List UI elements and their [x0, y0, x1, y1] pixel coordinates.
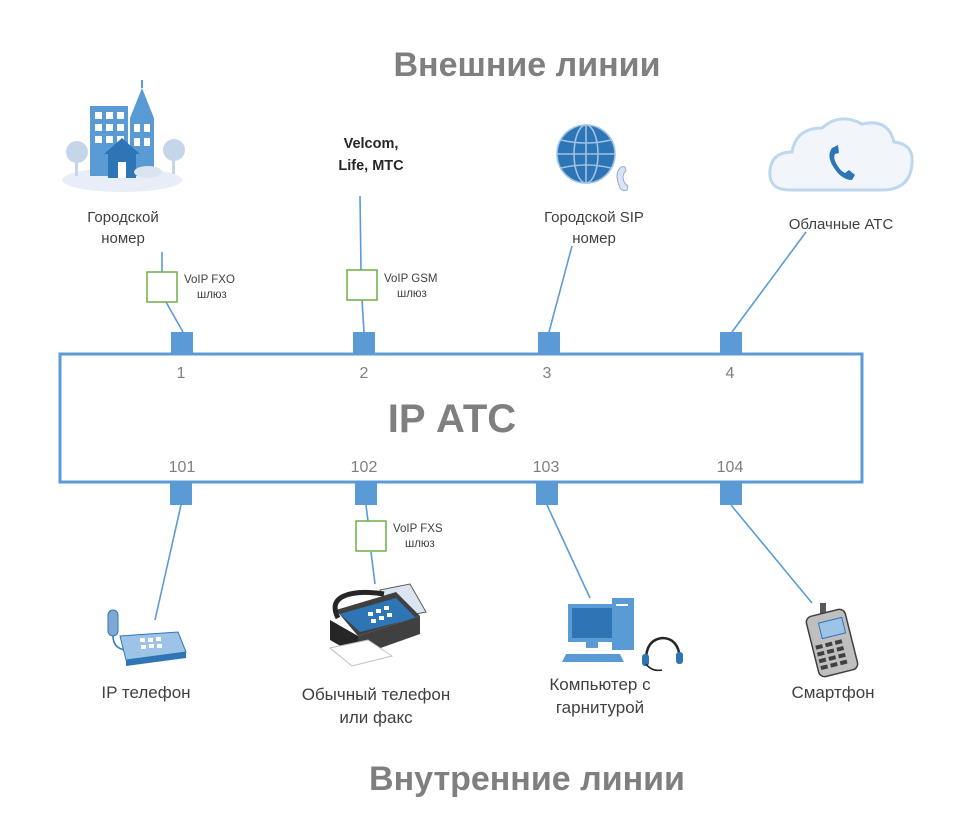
city-number-label-2: номер [101, 230, 145, 247]
city-icon [62, 80, 185, 192]
port-103 [536, 483, 558, 505]
gsm-operators-label-2: Life, МТС [338, 158, 404, 174]
fxo-gateway-label-1: VoIP FXO [184, 274, 235, 286]
port-number-101: 101 [169, 459, 196, 476]
sip-number-label-2: номер [572, 230, 616, 247]
port-number-103: 103 [533, 459, 560, 476]
port-number-104: 104 [717, 459, 744, 476]
connector-line-ip-phone [154, 504, 182, 621]
globe-phone-icon [556, 124, 629, 192]
ip-phone-icon [107, 609, 187, 666]
connector-line-fax-lower [370, 551, 376, 585]
external-connectors [165, 195, 807, 333]
city-number-label-1: Городской [87, 209, 159, 226]
smartphone-icon [805, 603, 859, 678]
port-number-3: 3 [543, 365, 552, 382]
connector-line-city [165, 301, 184, 333]
external-lines-title: Внешние линии [394, 46, 661, 84]
fxo-gateway-box [146, 271, 178, 303]
ip-phone-label: IP телефон [101, 683, 190, 702]
fax-label-2: или факс [339, 708, 413, 727]
gsm-gateway-box [346, 269, 378, 301]
connector-line-gsm [361, 299, 365, 333]
connector-line-sip [548, 245, 573, 333]
connector-line-fax-upper [365, 504, 369, 522]
fax-label-1: Обычный телефон [302, 685, 451, 704]
external-ports [171, 332, 742, 354]
cloud-phone-icon [768, 117, 914, 192]
fxo-gateway-label-2: шлюз [197, 289, 227, 301]
connector-line-smartphone [730, 504, 813, 604]
fxs-gateway-label-2: шлюз [405, 538, 435, 550]
connector-line-cloud [731, 231, 807, 333]
computer-headset-icon [562, 598, 683, 672]
port-number-1: 1 [177, 365, 186, 382]
fxs-gateway-label-1: VoIP FXS [393, 523, 443, 535]
smartphone-label: Смартфон [791, 683, 874, 702]
pbx-label: IP АТС [388, 397, 516, 441]
cloud-pbx-label: Облачные АТС [789, 216, 894, 233]
port-4 [720, 332, 742, 354]
internal-lines-title: Внутренние линии [369, 760, 685, 798]
computer-label-2: гарнитурой [556, 698, 644, 717]
port-number-2: 2 [360, 365, 369, 382]
port-number-4: 4 [726, 365, 735, 382]
computer-label-1: Компьютер с [549, 675, 651, 694]
sip-number-label-1: Городской SIP [544, 209, 644, 226]
port-3 [538, 332, 560, 354]
connector-line-computer [546, 504, 591, 599]
internal-ports [170, 483, 742, 505]
fxs-gateway-box [355, 520, 387, 552]
gsm-gateway-label-2: шлюз [397, 288, 427, 300]
port-104 [720, 483, 742, 505]
pbx-box [58, 352, 864, 484]
port-1 [171, 332, 193, 354]
port-2 [353, 332, 375, 354]
port-101 [170, 483, 192, 505]
internal-connectors [154, 504, 813, 621]
port-102 [355, 483, 377, 505]
fax-icon [328, 583, 427, 667]
connector-line-gsm-antenna [359, 195, 362, 271]
port-number-102: 102 [351, 459, 378, 476]
gsm-operators-label-1: Velcom, [344, 136, 399, 152]
gsm-gateway-label-1: VoIP GSM [384, 273, 437, 285]
